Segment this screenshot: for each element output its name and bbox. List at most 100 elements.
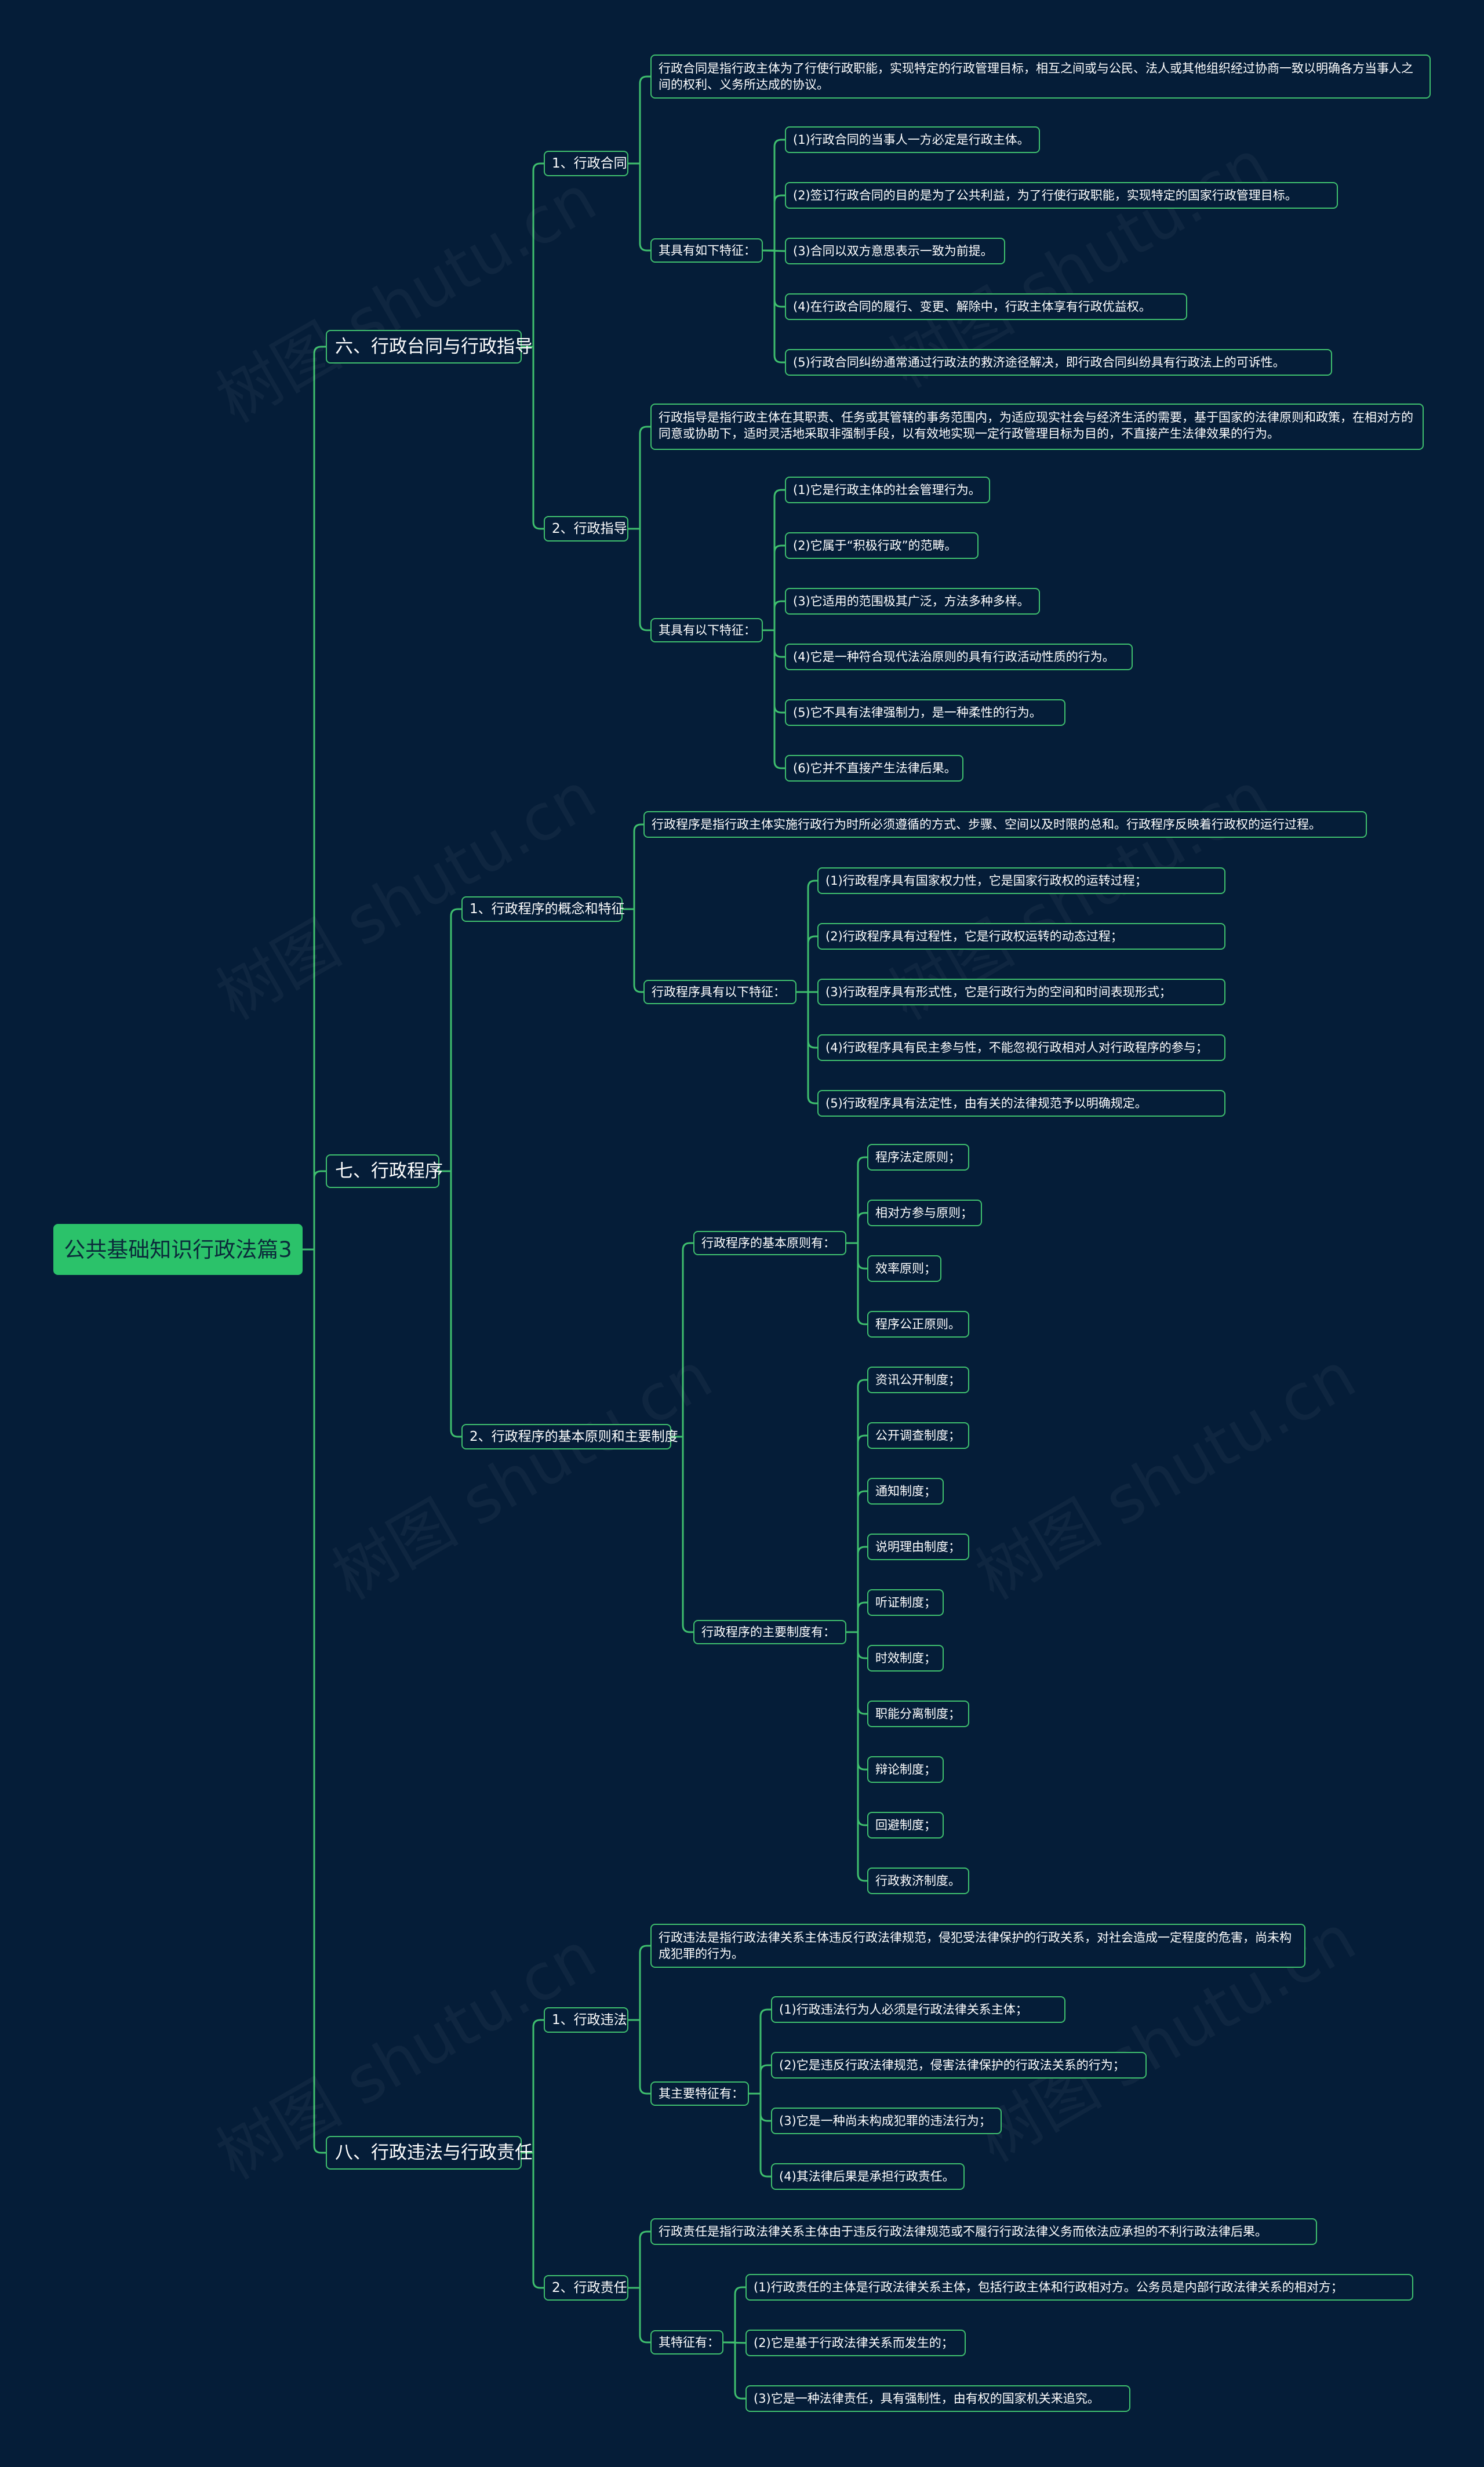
connector (303, 346, 326, 1251)
system-item[interactable]: 回避制度； (867, 1812, 944, 1839)
connector (763, 139, 785, 252)
connector (303, 1248, 326, 2154)
system-item[interactable]: 职能分离制度； (867, 1701, 969, 1727)
feature-item[interactable]: (4)在行政合同的履行、变更、解除中，行政主体享有行政优益权。 (785, 293, 1187, 320)
connector (628, 2230, 650, 2289)
feature-item[interactable]: (1)行政程序具有国家权力性，它是国家行政权的运转过程； (817, 867, 1225, 894)
feature-item[interactable]: (1)行政合同的当事人一方必定是行政主体。 (785, 126, 1040, 153)
connector (763, 249, 785, 364)
connector (522, 346, 544, 530)
system-item[interactable]: 行政救济制度。 (867, 1867, 969, 1894)
connector (846, 1490, 867, 1633)
features-label-responsibility[interactable]: 其特征有： (650, 2330, 723, 2355)
features-label-contract[interactable]: 其具有如下特征： (650, 238, 763, 263)
subtopic-administrative-contract[interactable]: 1、行政合同 (544, 151, 628, 176)
connector (846, 1631, 867, 1659)
feature-item[interactable]: (2)签订行政合同的目的是为了公共利益，为了行使行政职能，实现特定的国家行政管理… (785, 182, 1338, 209)
feature-item[interactable]: (3)它是一种法律责任，具有强制性，由有权的国家机关来追究。 (745, 2385, 1130, 2412)
principle-item[interactable]: 相对方参与原则； (867, 1200, 982, 1226)
definition-administrative-contract[interactable]: 行政合同是指行政主体为了行使行政职能，实现特定的行政管理目标，相互之间或与公民、… (650, 55, 1431, 99)
connector (628, 1945, 650, 2021)
subtopic-administrative-responsibility[interactable]: 2、行政责任 (544, 2275, 628, 2301)
feature-item[interactable]: (3)合同以双方意思表示一致为前提。 (785, 238, 1005, 264)
connector (303, 1170, 326, 1251)
feature-item[interactable]: (4)它是一种符合现代法治原则的具有行政活动性质的行为。 (785, 644, 1133, 670)
system-item[interactable]: 公开调查制度； (867, 1422, 969, 1449)
connector (846, 1631, 867, 1882)
feature-item[interactable]: (5)行政程序具有法定性，由有关的法律规范予以明确规定。 (817, 1090, 1225, 1117)
connector (796, 991, 817, 1104)
system-item[interactable]: 通知制度； (867, 1478, 944, 1505)
topic-violation-responsibility[interactable]: 八、行政违法与行政责任 (326, 2136, 533, 2170)
system-item[interactable]: 辩论制度； (867, 1756, 944, 1783)
connector (846, 1631, 867, 1715)
subtopic-procedure-principles-systems[interactable]: 2、行政程序的基本原则和主要制度 (461, 1424, 678, 1449)
connector (628, 2019, 650, 2095)
connector (763, 600, 785, 631)
connector (623, 908, 643, 993)
feature-item[interactable]: (3)行政程序具有形式性，它是行政行为的空间和时间表现形式； (817, 979, 1225, 1005)
connector (671, 1242, 693, 1438)
feature-item[interactable]: (3)它是一种尚未构成犯罪的违法行为； (771, 2108, 1002, 2134)
connector (846, 1434, 867, 1633)
principle-item[interactable]: 效率原则； (867, 1255, 941, 1282)
connector (522, 2019, 544, 2154)
connector (846, 1242, 867, 1325)
connector (439, 1170, 461, 1438)
features-label-guidance[interactable]: 其具有以下特征： (650, 618, 763, 642)
definition-administrative-guidance[interactable]: 行政指导是指行政主体在其职责、任务或其管辖的事务范围内，为适应现实社会与经济生活… (650, 404, 1424, 450)
topic-administrative-contract-guidance[interactable]: 六、行政台同与行政指导 (326, 330, 533, 364)
subtopic-procedure-concept-features[interactable]: 1、行政程序的概念和特征 (461, 896, 625, 922)
definition-administrative-violation[interactable]: 行政违法是指行政法律关系主体违反行政法律规范，侵犯受法律保护的行政关系，对社会造… (650, 1924, 1305, 1968)
topic-administrative-procedure[interactable]: 七、行政程序 (326, 1154, 443, 1188)
connector (846, 1631, 867, 1771)
principle-item[interactable]: 程序公正原则。 (867, 1311, 969, 1338)
label-main-systems[interactable]: 行政程序的主要制度有： (693, 1620, 846, 1644)
definition-administrative-procedure[interactable]: 行政程序是指行政主体实施行政行为时所必须遵循的方式、步骤、空间以及时限的总和。行… (643, 811, 1367, 838)
feature-item[interactable]: (1)行政责任的主体是行政法律关系主体，包括行政主体和行政相对方。公务员是内部行… (745, 2274, 1413, 2301)
connector (796, 880, 817, 993)
label-basic-principles[interactable]: 行政程序的基本原则有： (693, 1231, 846, 1255)
connector (763, 489, 785, 631)
features-label-procedure[interactable]: 行政程序具有以下特征： (643, 980, 796, 1004)
feature-item[interactable]: (5)它不具有法律强制力，是一种柔性的行为。 (785, 699, 1065, 726)
connector (628, 426, 650, 530)
system-item[interactable]: 听证制度； (867, 1589, 944, 1616)
system-item[interactable]: 时效制度； (867, 1645, 944, 1672)
subtopic-administrative-guidance[interactable]: 2、行政指导 (544, 516, 628, 542)
connector (439, 908, 461, 1172)
connector (846, 1379, 867, 1633)
feature-item[interactable]: (1)行政违法行为人必须是行政法律关系主体； (771, 1996, 1065, 2023)
connector (796, 935, 817, 993)
feature-item[interactable]: (4)行政程序具有民主参与性，不能忽视行政相对人对行政程序的参与； (817, 1034, 1225, 1061)
feature-item[interactable]: (2)它属于“积极行政”的范畴。 (785, 532, 979, 559)
feature-item[interactable]: (2)它是违反行政法律规范，侵害法律保护的行政法关系的行为； (771, 2052, 1147, 2079)
feature-item[interactable]: (6)它并不直接产生法律后果。 (785, 755, 963, 782)
connector (628, 75, 650, 165)
feature-item[interactable]: (3)它适用的范围极其广泛，方法多种多样。 (785, 588, 1040, 615)
connector (763, 544, 785, 631)
feature-item[interactable]: (2)它是基于行政法律关系而发生的； (745, 2330, 966, 2356)
connector (763, 194, 785, 252)
definition-administrative-responsibility[interactable]: 行政责任是指行政法律关系主体由于违反行政法律规范或不履行行政法律义务而依法应承担… (650, 2218, 1317, 2245)
system-item[interactable]: 说明理由制度； (867, 1534, 969, 1560)
connector (628, 2287, 650, 2344)
feature-item[interactable]: (4)其法律后果是承担行政责任。 (771, 2163, 965, 2190)
connector (846, 1546, 867, 1633)
connector (749, 2092, 771, 2178)
connector (846, 1242, 867, 1270)
subtopic-administrative-violation[interactable]: 1、行政违法 (544, 2007, 628, 2033)
feature-item[interactable]: (2)行政程序具有过程性，它是行政权运转的动态过程； (817, 923, 1225, 950)
connector (628, 162, 650, 252)
root-topic[interactable]: 公共基础知识行政法篇3 (53, 1224, 303, 1275)
feature-item[interactable]: (5)行政合同纠纷通常通过行政法的救济途径解决，即行政合同纠纷具有行政法上的可诉… (785, 349, 1332, 376)
connector (723, 2341, 745, 2400)
feature-item[interactable]: (1)它是行政主体的社会管理行为。 (785, 477, 990, 503)
connector (846, 1212, 867, 1244)
system-item[interactable]: 资讯公开制度； (867, 1367, 969, 1393)
features-label-violation[interactable]: 其主要特征有： (650, 2081, 749, 2106)
principle-item[interactable]: 程序法定原则； (867, 1144, 969, 1171)
connector (749, 2064, 771, 2095)
